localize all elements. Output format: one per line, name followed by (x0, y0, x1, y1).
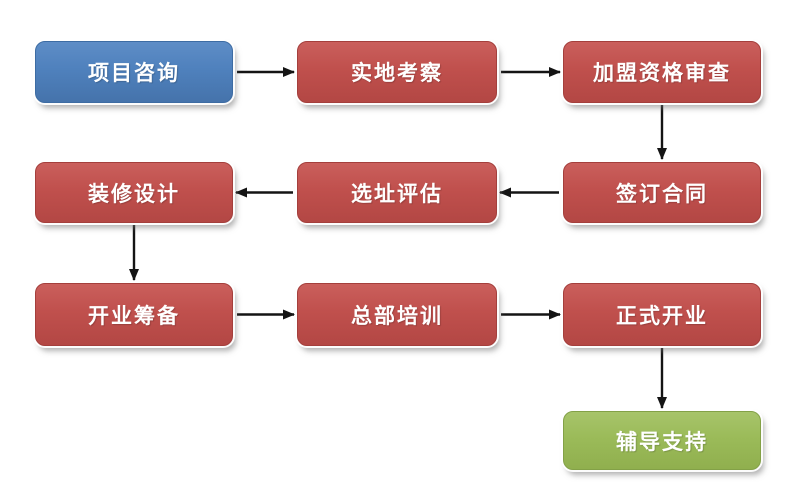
flow-node-headquarters-training: 总部培训 (297, 283, 497, 346)
flow-node-grand-opening: 正式开业 (563, 283, 761, 346)
flow-node-label: 装修设计 (88, 181, 180, 206)
flow-node-opening-preparation: 开业筹备 (35, 283, 233, 346)
flow-node-label: 加盟资格审查 (593, 61, 731, 85)
flow-node-label: 辅导支持 (616, 429, 708, 454)
flow-node-label: 签订合同 (616, 181, 708, 206)
flow-node-franchise-qualification-review: 加盟资格审查 (563, 41, 761, 103)
flow-node-label: 项目咨询 (88, 61, 180, 85)
flow-node-label: 正式开业 (616, 303, 708, 328)
flow-node-site-visit: 实地考察 (297, 41, 497, 103)
flow-node-decoration-design: 装修设计 (35, 162, 233, 223)
flow-node-label: 总部培训 (351, 303, 443, 328)
flow-node-coaching-support: 辅导支持 (563, 411, 761, 470)
flow-node-label: 选址评估 (351, 181, 443, 206)
flow-node-sign-contract: 签订合同 (563, 162, 761, 223)
flow-node-project-consultation: 项目咨询 (35, 41, 233, 103)
flow-node-label: 开业筹备 (88, 303, 180, 328)
flow-node-label: 实地考察 (351, 61, 443, 85)
flow-node-site-selection-evaluation: 选址评估 (297, 162, 497, 223)
